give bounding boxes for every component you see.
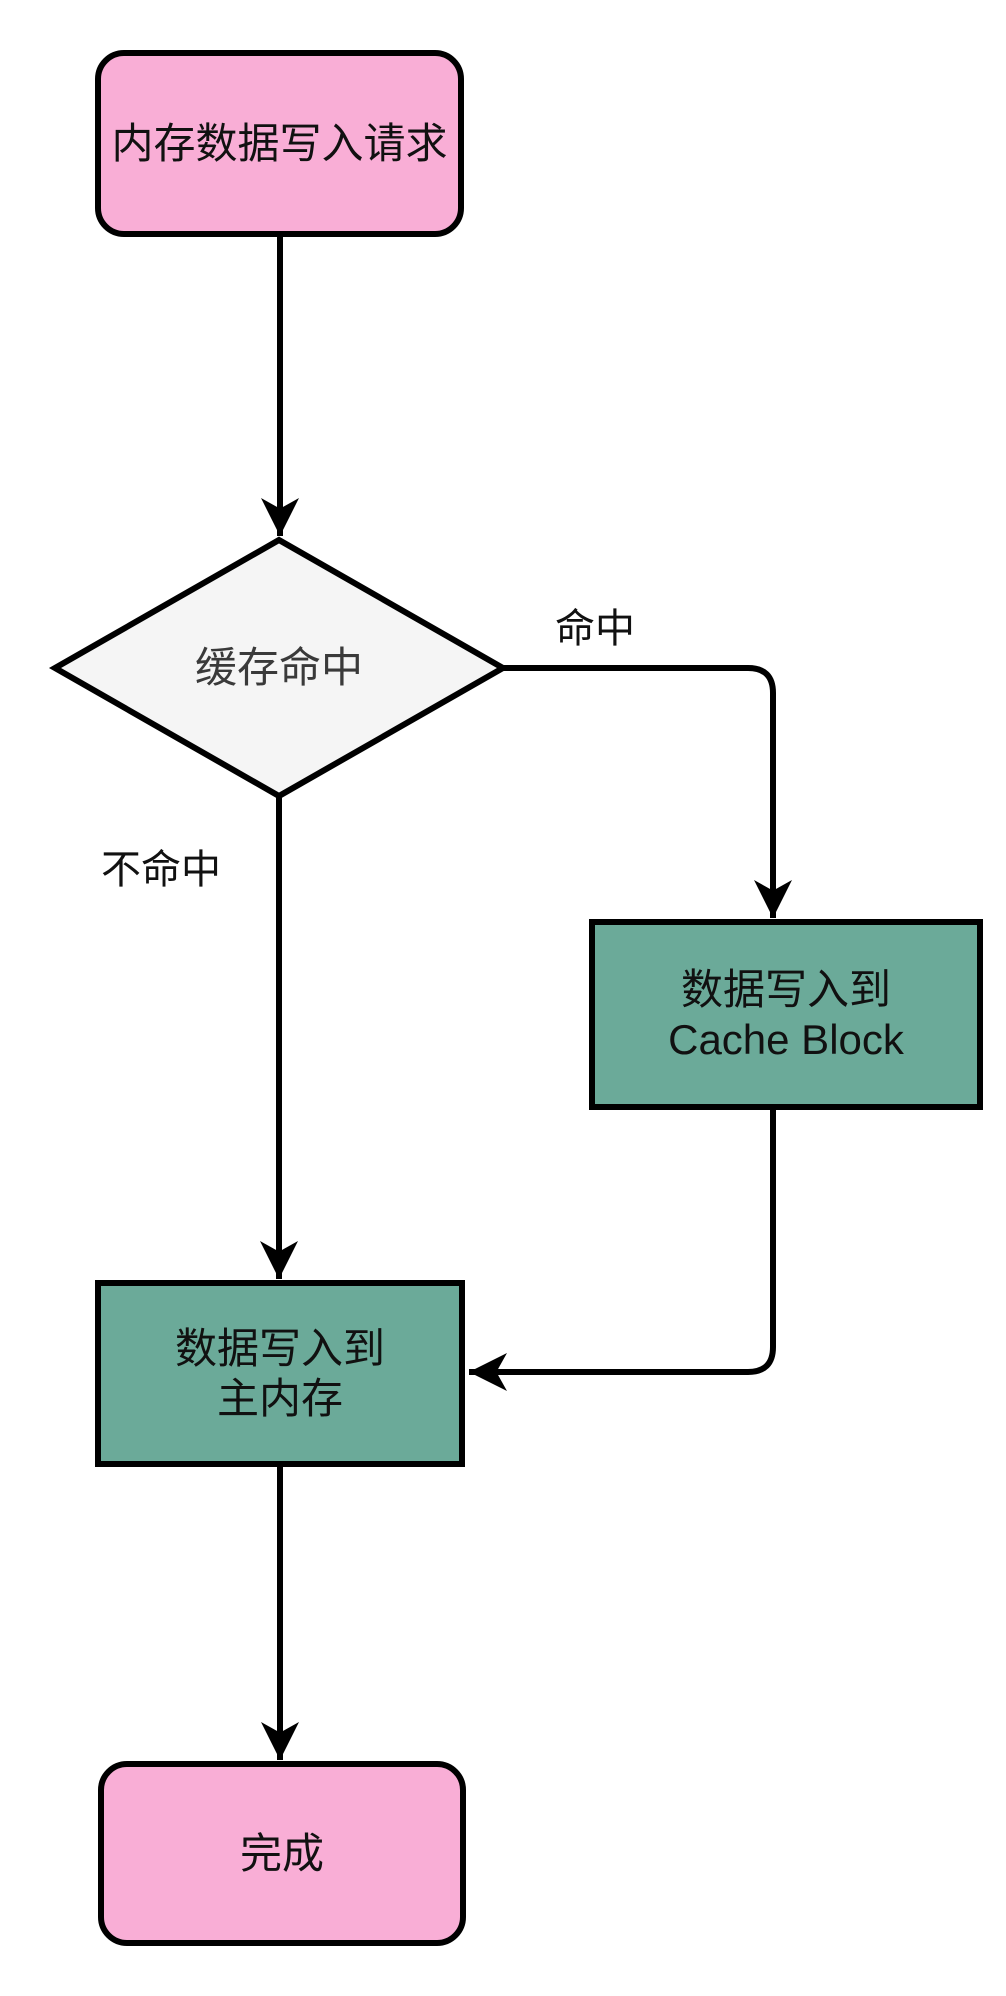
start-node-shape — [95, 50, 464, 237]
start-node-label: 内存数据写入请求 — [111, 119, 448, 167]
done-node-shape — [98, 1761, 466, 1946]
done-node-label: 完成 — [239, 1829, 324, 1877]
cache-block-label-line1: 数据写入到 — [680, 965, 891, 1013]
main-memory-node-label: 数据写入到 主内存 — [98, 1283, 462, 1464]
decision-node-label: 缓存命中 — [194, 644, 363, 691]
edge-label-miss: 不命中 — [101, 848, 221, 892]
main-memory-label-line2: 主内存 — [216, 1374, 343, 1422]
cache-block-node-shape — [589, 919, 983, 1110]
decision-node-shape — [48, 536, 510, 800]
main-memory-node-shape — [95, 1280, 465, 1467]
cache-block-label-line2: Cache Block — [668, 1015, 904, 1063]
main-memory-label-line1: 数据写入到 — [174, 1324, 385, 1372]
cache-block-node-label: 数据写入到 Cache Block — [592, 922, 980, 1107]
edge-cache-block-to-main-memory — [469, 1107, 776, 1391]
edge-label-hit: 命中 — [555, 607, 635, 651]
edge-decision-to-cache-block — [503, 665, 792, 918]
